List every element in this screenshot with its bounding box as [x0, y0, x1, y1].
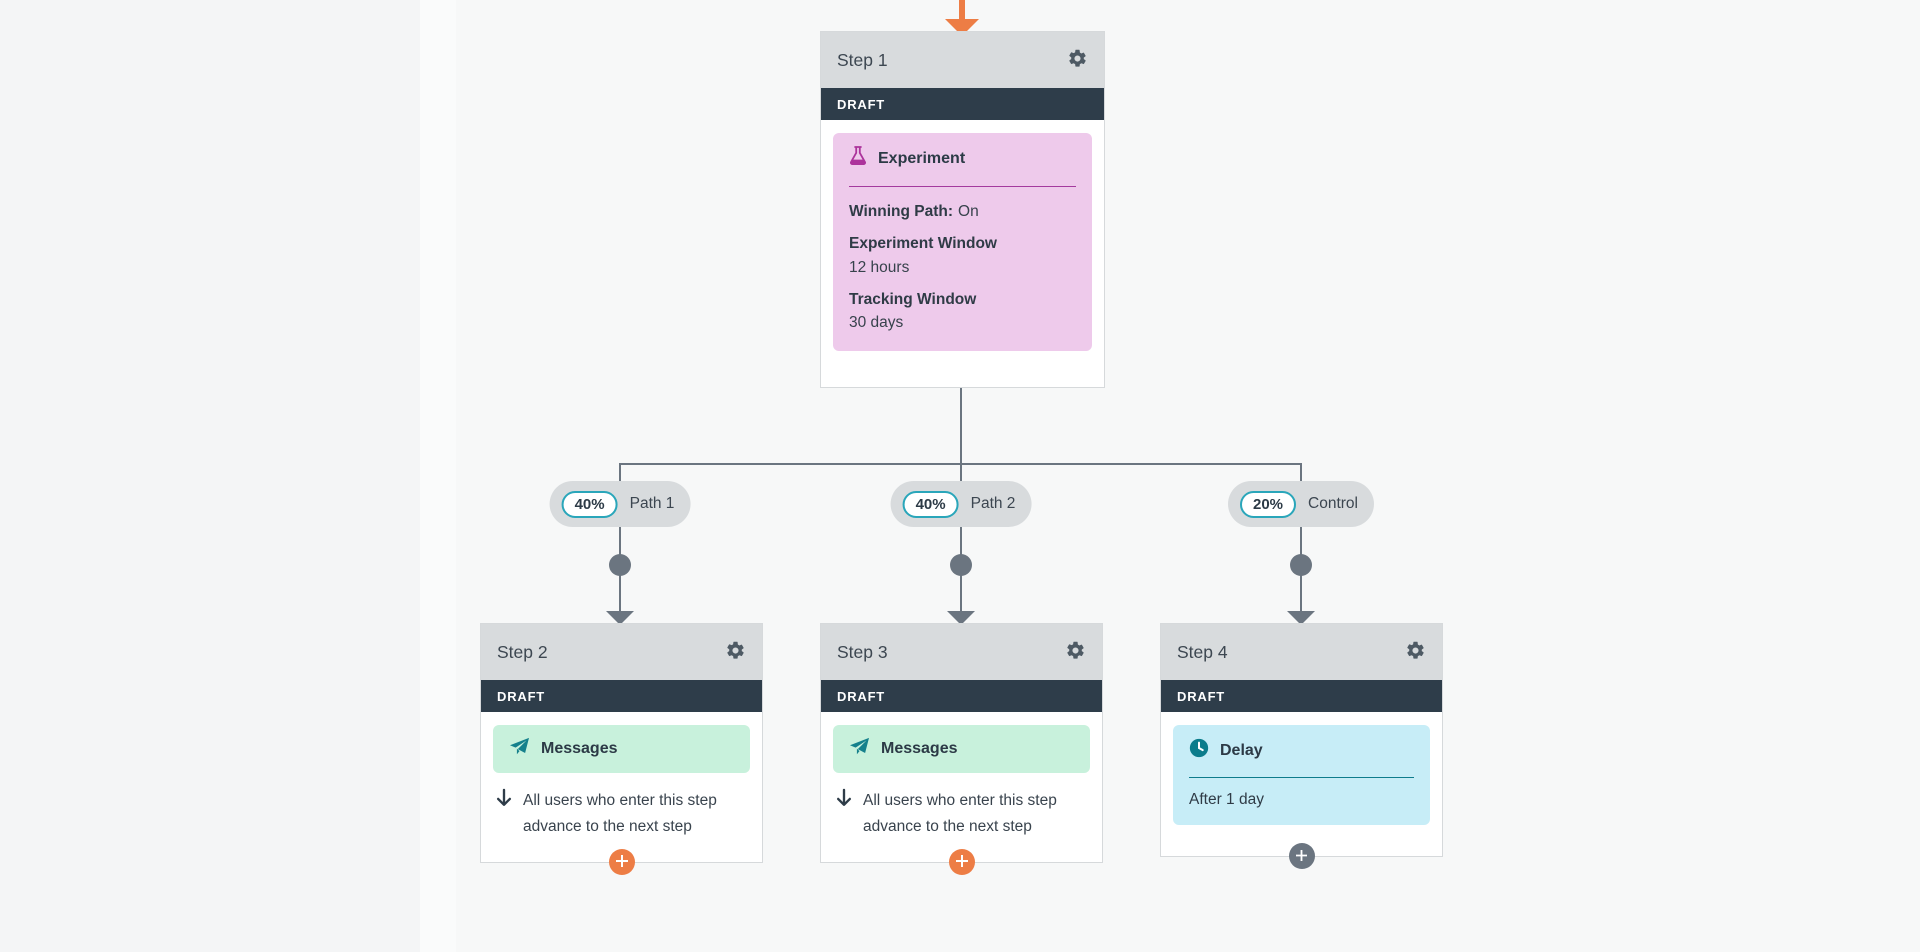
step-header: Step 4: [1161, 624, 1442, 680]
gray-arrowhead-icon: [1287, 611, 1315, 625]
branch-pill-control[interactable]: 20% Control: [1228, 481, 1374, 527]
step-card-1[interactable]: Step 1 DRAFT Experiment Winning Path:On: [820, 31, 1105, 388]
step-header: Step 3: [821, 624, 1102, 680]
canvas-gutter: [420, 0, 456, 952]
advance-note: All users who enter this step advance to…: [833, 788, 1090, 841]
gear-icon: [1065, 640, 1086, 664]
experiment-component[interactable]: Experiment Winning Path:On Experiment Wi…: [833, 133, 1092, 352]
tracking-window-row: Tracking Window 30 days: [849, 288, 1076, 335]
add-step-button[interactable]: [948, 849, 975, 875]
arrow-down-icon: [835, 788, 853, 841]
gear-icon: [1067, 48, 1088, 72]
advance-note: All users who enter this step advance to…: [493, 788, 750, 841]
component-label: Messages: [541, 740, 618, 757]
connector-branch-2: [960, 463, 962, 624]
delay-divider: [1189, 777, 1414, 778]
paper-plane-icon: [849, 737, 870, 761]
gear-icon: [1405, 640, 1426, 664]
delay-component[interactable]: Delay After 1 day: [1173, 725, 1430, 825]
paper-plane-icon: [509, 737, 530, 761]
step-body: Experiment Winning Path:On Experiment Wi…: [821, 120, 1104, 387]
messages-component[interactable]: Messages: [833, 725, 1090, 773]
connector-stem-step1: [960, 388, 962, 464]
step-title: Step 4: [1177, 641, 1228, 662]
step-card-2[interactable]: Step 2 DRAFT Messages: [480, 623, 763, 875]
entry-arrow-line: [959, 0, 965, 20]
branch-label: Control: [1308, 495, 1358, 512]
winning-path-value: On: [958, 203, 979, 220]
left-panel-shade: [0, 0, 420, 952]
branch-label: Path 1: [629, 495, 675, 512]
step-title: Step 2: [497, 641, 548, 662]
step-body: Messages All users who enter this step a…: [481, 712, 762, 875]
winning-path-label: Winning Path:: [849, 203, 954, 220]
connector-dot: [609, 554, 631, 576]
branch-percent-badge: 40%: [561, 490, 618, 518]
plus-icon: [955, 854, 968, 870]
arrow-down-icon: [495, 788, 513, 841]
experiment-window-row: Experiment Window 12 hours: [849, 232, 1076, 279]
tracking-window-label: Tracking Window: [849, 290, 977, 308]
status-badge-draft: DRAFT: [1161, 680, 1442, 712]
plus-icon: [1296, 849, 1307, 864]
connector-dot: [1290, 554, 1312, 576]
delay-value: After 1 day: [1189, 791, 1264, 808]
experiment-divider: [849, 186, 1076, 187]
connector-branch-1: [619, 463, 621, 624]
step-card-3[interactable]: Step 3 DRAFT Messages: [820, 623, 1103, 875]
tracking-window-value: 30 days: [849, 314, 904, 331]
branch-pill-path1[interactable]: 40% Path 1: [549, 481, 691, 527]
step-body: Delay After 1 day: [1161, 712, 1442, 869]
step-body: Messages All users who enter this step a…: [821, 712, 1102, 875]
winning-path-row: Winning Path:On: [849, 200, 1076, 223]
status-badge-draft: DRAFT: [821, 88, 1104, 120]
step-header: Step 2: [481, 624, 762, 680]
step-header: Step 1: [821, 32, 1104, 88]
step-settings-button[interactable]: [1404, 641, 1426, 663]
experiment-window-label: Experiment Window: [849, 235, 997, 253]
plus-icon: [615, 854, 628, 870]
step-card-4[interactable]: Step 4 DRAFT Delay After 1 day: [1160, 623, 1443, 869]
status-badge-draft: DRAFT: [481, 680, 762, 712]
add-step-button[interactable]: [608, 849, 635, 875]
advance-note-line1: All users who enter this step: [523, 792, 717, 809]
connector-dot: [950, 554, 972, 576]
messages-component[interactable]: Messages: [493, 725, 750, 773]
step-settings-button[interactable]: [1064, 641, 1086, 663]
status-badge-draft: DRAFT: [821, 680, 1102, 712]
connector-branch-3: [1300, 463, 1302, 624]
step-settings-button[interactable]: [1066, 49, 1088, 71]
step-settings-button[interactable]: [724, 641, 746, 663]
component-label: Delay: [1220, 741, 1263, 759]
component-label: Experiment: [878, 149, 966, 167]
branch-percent-badge: 20%: [1240, 490, 1297, 518]
branch-percent-badge: 40%: [902, 490, 959, 518]
branch-label: Path 2: [970, 495, 1016, 512]
advance-note-line1: All users who enter this step: [863, 792, 1057, 809]
branch-pill-path2[interactable]: 40% Path 2: [890, 481, 1032, 527]
advance-note-line2: advance to the next step: [863, 818, 1032, 836]
clock-icon: [1189, 738, 1209, 763]
step-title: Step 3: [837, 641, 888, 662]
gray-arrowhead-icon: [606, 611, 634, 625]
experiment-window-value: 12 hours: [849, 258, 910, 276]
component-label: Messages: [881, 740, 958, 757]
flask-icon: [849, 146, 867, 171]
add-step-button[interactable]: [1288, 843, 1315, 869]
gray-arrowhead-icon: [947, 611, 975, 625]
advance-note-line2: advance to the next step: [523, 818, 692, 836]
step-title: Step 1: [837, 49, 888, 70]
gear-icon: [725, 640, 746, 664]
